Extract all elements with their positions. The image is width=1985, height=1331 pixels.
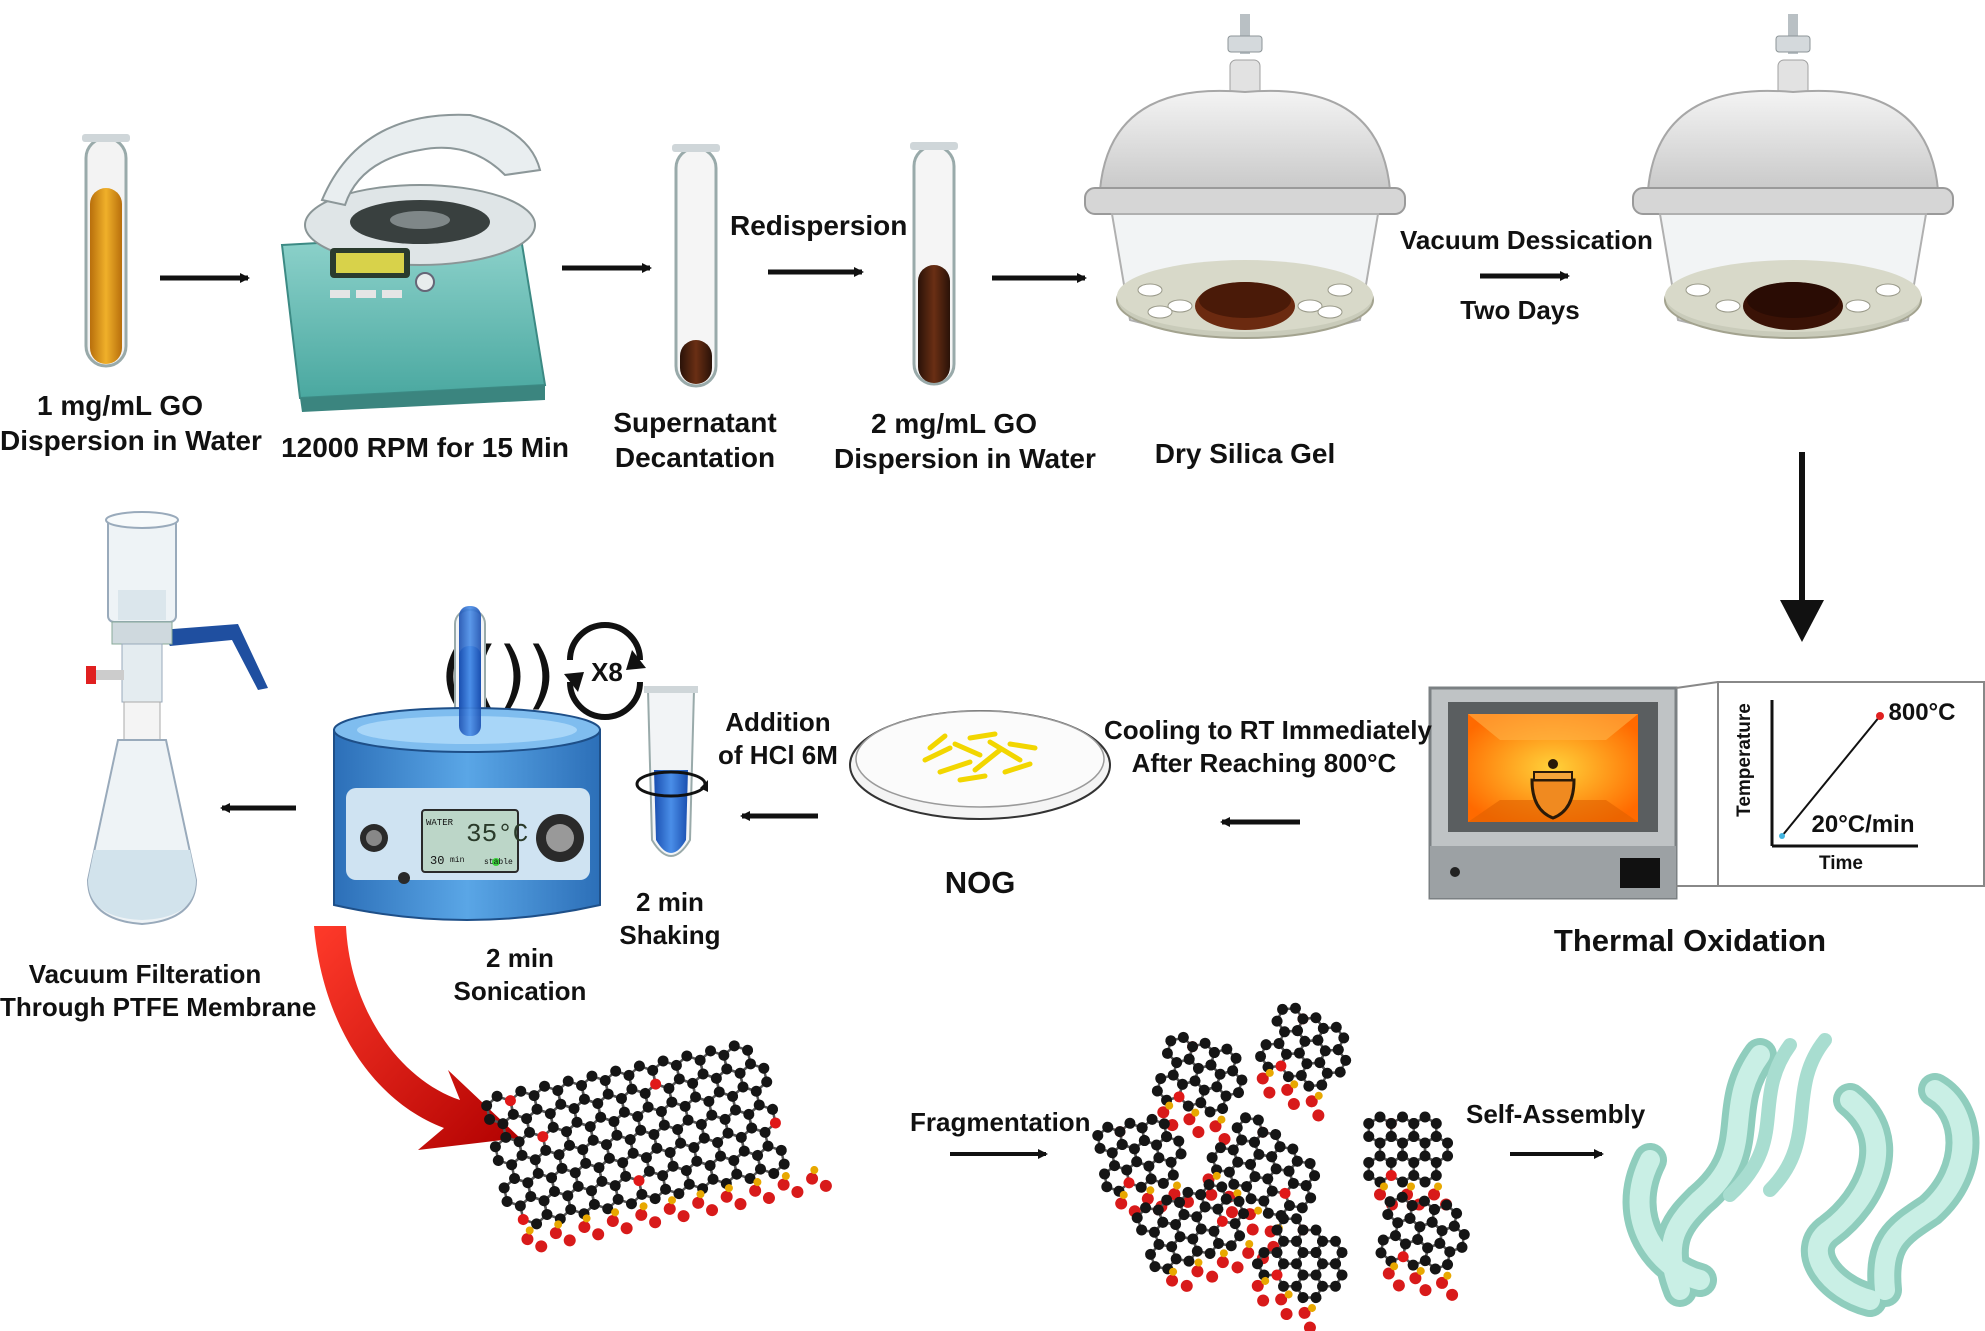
callout-line-top bbox=[1675, 681, 1719, 689]
fragment-5 bbox=[1363, 1111, 1454, 1211]
decantation-label: Supernatant Decantation bbox=[600, 405, 790, 475]
go-dispersion-label: 1 mg/mL GO Dispersion in Water bbox=[0, 388, 262, 458]
test-tube-decanted bbox=[672, 144, 720, 388]
shaking-label: 2 min Shaking bbox=[610, 886, 730, 951]
vacuum-filtration-flask bbox=[86, 511, 268, 926]
graphene-sheet bbox=[481, 1040, 832, 1253]
red-arrow bbox=[314, 926, 520, 1150]
arrow-down-head bbox=[1780, 600, 1824, 642]
fragment-8 bbox=[1375, 1191, 1470, 1301]
filtration-label: Vacuum Filteration Through PTFE Membrane bbox=[0, 958, 317, 1023]
sonication-line2: Sonication bbox=[453, 975, 587, 1006]
cooling-line1: Cooling to RT Immediately bbox=[1104, 715, 1432, 745]
display-water: WATER bbox=[426, 818, 454, 828]
decantation-line2: Decantation bbox=[614, 442, 776, 473]
graphene-molecular-models bbox=[481, 1002, 1470, 1331]
desiccator-2 bbox=[1632, 14, 1954, 339]
display-min: min bbox=[450, 856, 465, 865]
shaking-tube bbox=[635, 686, 708, 857]
graph-y-label: Temperature bbox=[1734, 703, 1756, 817]
sonication-line1: 2 min bbox=[486, 943, 554, 973]
filtration-line2: Through PTFE Membrane bbox=[0, 991, 317, 1022]
heating-graph bbox=[1717, 681, 1985, 887]
go-2mg-line1: 2 mg/mL GO bbox=[871, 408, 1037, 439]
silica-gel-label: Dry Silica Gel bbox=[1154, 438, 1336, 469]
go-dispersion-line2: Dispersion in Water bbox=[0, 425, 262, 456]
repeat-cycle-icon bbox=[564, 622, 646, 720]
graph-max-temp: 800°C bbox=[1888, 699, 1956, 726]
nog-label: NOG bbox=[944, 865, 1016, 900]
fragment-1 bbox=[1151, 1031, 1248, 1146]
fragment-3 bbox=[1092, 1113, 1194, 1218]
vacuum-line2: Two Days bbox=[1460, 295, 1580, 325]
self-assembly-label: Self-Assembly bbox=[1466, 1099, 1646, 1129]
vacuum-line1: Vacuum Dessication bbox=[1400, 225, 1653, 255]
go-2mg-line2: Dispersion in Water bbox=[834, 443, 1096, 474]
hcl-line1: Addition bbox=[725, 707, 831, 737]
cooling-line2: After Reaching 800°C bbox=[1131, 747, 1397, 778]
cooling-label: Cooling to RT Immediately After Reaching… bbox=[1104, 714, 1432, 779]
fragment-7 bbox=[1251, 1213, 1348, 1331]
fragment-2 bbox=[1255, 1002, 1352, 1122]
nog-petri-dish bbox=[849, 710, 1111, 820]
go-2mg-label: 2 mg/mL GO Dispersion in Water bbox=[834, 406, 1096, 476]
redispersion-label: Redispersion bbox=[730, 210, 908, 241]
thermal-oxidation-label: Thermal Oxidation bbox=[1553, 923, 1827, 958]
fragment-4 bbox=[1202, 1112, 1321, 1253]
graph-rate: 20°C/min bbox=[1811, 811, 1915, 838]
fragment-6 bbox=[1131, 1179, 1269, 1292]
centrifuge bbox=[280, 113, 547, 412]
display-time: 30 bbox=[430, 854, 445, 868]
test-tube-2mg bbox=[910, 142, 958, 386]
hcl-line2: of HCl 6M bbox=[718, 739, 838, 770]
desiccator-1 bbox=[1084, 14, 1406, 339]
centrifuge-label: 12000 RPM for 15 Min bbox=[281, 432, 569, 463]
filtration-line1: Vacuum Filteration bbox=[28, 959, 262, 989]
decantation-line1: Supernatant bbox=[613, 407, 777, 438]
graph-x-label: Time bbox=[1818, 853, 1863, 874]
display-stable: stable bbox=[484, 858, 513, 867]
hcl-label: Addition of HCl 6M bbox=[708, 706, 848, 771]
shaking-line2: Shaking bbox=[619, 919, 721, 950]
go-dispersion-line1: 1 mg/mL GO bbox=[37, 390, 203, 421]
display-temp: 35°C bbox=[466, 819, 529, 849]
sonicator: (( )) bbox=[333, 606, 601, 921]
shaking-line1: 2 min bbox=[636, 887, 704, 917]
sonication-label: 2 min Sonication bbox=[440, 942, 600, 1007]
self-assembled-fibers bbox=[1622, 1033, 1980, 1317]
svg-text:)): )) bbox=[498, 632, 556, 718]
repeat-label: X8 bbox=[591, 657, 623, 687]
furnace bbox=[1428, 686, 1678, 900]
fragmentation-label: Fragmentation bbox=[910, 1107, 1091, 1137]
test-tube-1mg bbox=[82, 134, 130, 368]
